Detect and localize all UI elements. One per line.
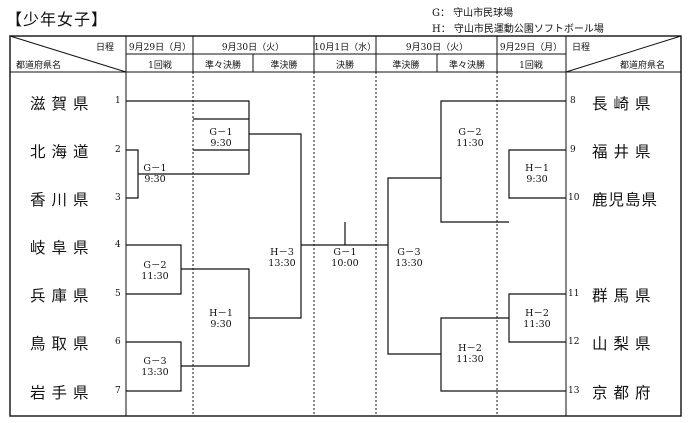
match-venue: G－3 bbox=[143, 356, 167, 367]
left-date-label: 日程 bbox=[96, 43, 115, 53]
right-team-number: 13 bbox=[568, 386, 580, 396]
left-team-name: 香川県 bbox=[30, 191, 95, 209]
right-date-label: 日程 bbox=[572, 43, 591, 53]
date-col-5: 9月29日（月） bbox=[499, 43, 563, 53]
round-col-3: 準決勝 bbox=[270, 61, 298, 71]
match-label-l-sf: H－3 13:30 bbox=[268, 247, 295, 269]
bracket-line-r1-right-a bbox=[508, 149, 566, 199]
right-team-name: 福井県 bbox=[592, 143, 657, 161]
match-time: 9:30 bbox=[144, 174, 166, 185]
venue-legend-h: H： 守山市民運動公園ソフトボール場 bbox=[432, 24, 604, 35]
left-header-diagonal bbox=[9, 35, 127, 73]
match-venue: G－1 bbox=[209, 127, 233, 138]
left-team-number: 4 bbox=[115, 240, 121, 250]
date-col-1: 9月29日（月） bbox=[128, 43, 192, 53]
bracket-line-qf-b-right bbox=[440, 317, 566, 392]
bracket-line-sf-left bbox=[249, 133, 302, 319]
right-team-number: 8 bbox=[570, 96, 576, 106]
match-label-l-qf-b: H－1 9:30 bbox=[209, 308, 233, 330]
match-label-final: G－1 10:00 bbox=[331, 247, 358, 269]
left-team-number: 7 bbox=[115, 386, 121, 396]
match-time: 9:30 bbox=[526, 174, 548, 185]
right-team-number: 11 bbox=[568, 289, 580, 299]
match-label-l-r1-b: G－2 11:30 bbox=[141, 260, 168, 282]
left-team-number: 6 bbox=[115, 337, 121, 347]
left-team-name: 岩手県 bbox=[30, 384, 95, 402]
round-col-5: 準決勝 bbox=[392, 61, 420, 71]
left-team-name: 岐阜県 bbox=[30, 239, 95, 257]
left-team-name: 兵庫県 bbox=[30, 287, 95, 305]
date-col-2: 9月30日（火） bbox=[221, 43, 285, 53]
match-label-l-r1-a: G－1 9:30 bbox=[143, 163, 166, 185]
match-time: 13:30 bbox=[141, 367, 169, 378]
right-pref-label: 都道府県名 bbox=[620, 61, 666, 71]
right-team-number: 9 bbox=[570, 145, 576, 155]
right-team-name: 京都府 bbox=[592, 384, 657, 402]
match-label-r-r1-a: H－1 9:30 bbox=[525, 163, 549, 185]
right-team-name: 長崎県 bbox=[592, 95, 657, 113]
left-team-name: 鳥取県 bbox=[30, 335, 95, 353]
round-col-7: 1回戦 bbox=[519, 61, 543, 71]
date-col-3: 10月1日（水） bbox=[313, 43, 377, 53]
right-team-name: 山梨県 bbox=[592, 335, 657, 353]
left-team-name: 北海道 bbox=[30, 143, 95, 161]
venue-legend-g: G： 守山市民球場 bbox=[432, 8, 514, 19]
match-time: 10:00 bbox=[331, 258, 359, 269]
bracket-line-team-1 bbox=[126, 100, 250, 119]
match-label-l-qf-a: G－1 9:30 bbox=[209, 127, 232, 149]
match-venue: G－2 bbox=[143, 260, 167, 271]
left-team-name: 滋賀県 bbox=[30, 95, 95, 113]
page-title: 【少年女子】 bbox=[6, 10, 109, 29]
round-col-4: 決勝 bbox=[335, 61, 355, 71]
match-venue: G－2 bbox=[458, 127, 482, 138]
match-time: 9:30 bbox=[210, 138, 232, 149]
right-header-diagonal bbox=[565, 35, 682, 73]
bracket-line-qf-a-right bbox=[440, 100, 566, 223]
match-venue: H－2 bbox=[458, 343, 482, 354]
match-venue: H－2 bbox=[525, 308, 549, 319]
match-time: 11:30 bbox=[141, 271, 169, 282]
right-team-number: 12 bbox=[568, 337, 580, 347]
left-team-number: 5 bbox=[115, 289, 121, 299]
match-venue: G－1 bbox=[333, 247, 357, 258]
match-venue: H－1 bbox=[209, 308, 233, 319]
round-col-6: 準々決勝 bbox=[448, 61, 486, 71]
match-time: 13:30 bbox=[268, 258, 296, 269]
match-venue: H－1 bbox=[525, 163, 549, 174]
left-pref-label: 都道府県名 bbox=[16, 61, 62, 71]
match-venue: G－3 bbox=[397, 247, 421, 258]
left-team-number: 1 bbox=[115, 96, 121, 106]
match-label-r-sf: G－3 13:30 bbox=[395, 247, 422, 269]
match-venue: G－1 bbox=[143, 163, 167, 174]
left-team-number: 2 bbox=[115, 145, 121, 155]
right-team-name: 鹿児島県 bbox=[592, 191, 659, 209]
match-label-l-r1-c: G－3 13:30 bbox=[141, 356, 168, 378]
match-label-r-r1-b: H－2 11:30 bbox=[523, 308, 550, 330]
round-col-1: 1回戦 bbox=[148, 61, 172, 71]
round-col-2: 準々決勝 bbox=[204, 61, 242, 71]
match-label-r-qf-a: G－2 11:30 bbox=[456, 127, 483, 149]
right-team-number: 10 bbox=[568, 193, 580, 203]
match-time: 11:30 bbox=[456, 138, 484, 149]
match-time: 11:30 bbox=[456, 354, 484, 365]
match-label-r-qf-b: H－2 11:30 bbox=[456, 343, 483, 365]
bracket-line-r1-a bbox=[126, 149, 139, 199]
bracket-line-sf-right bbox=[387, 177, 441, 355]
match-time: 13:30 bbox=[395, 258, 423, 269]
date-col-4: 9月30日（火） bbox=[405, 43, 469, 53]
table-frame bbox=[9, 35, 682, 417]
match-time: 11:30 bbox=[523, 319, 551, 330]
right-team-name: 群馬県 bbox=[592, 287, 657, 305]
bracket-line-r1-a-out bbox=[138, 150, 250, 175]
match-venue: H－3 bbox=[270, 247, 294, 258]
match-time: 9:30 bbox=[210, 319, 232, 330]
left-team-number: 3 bbox=[115, 193, 121, 203]
